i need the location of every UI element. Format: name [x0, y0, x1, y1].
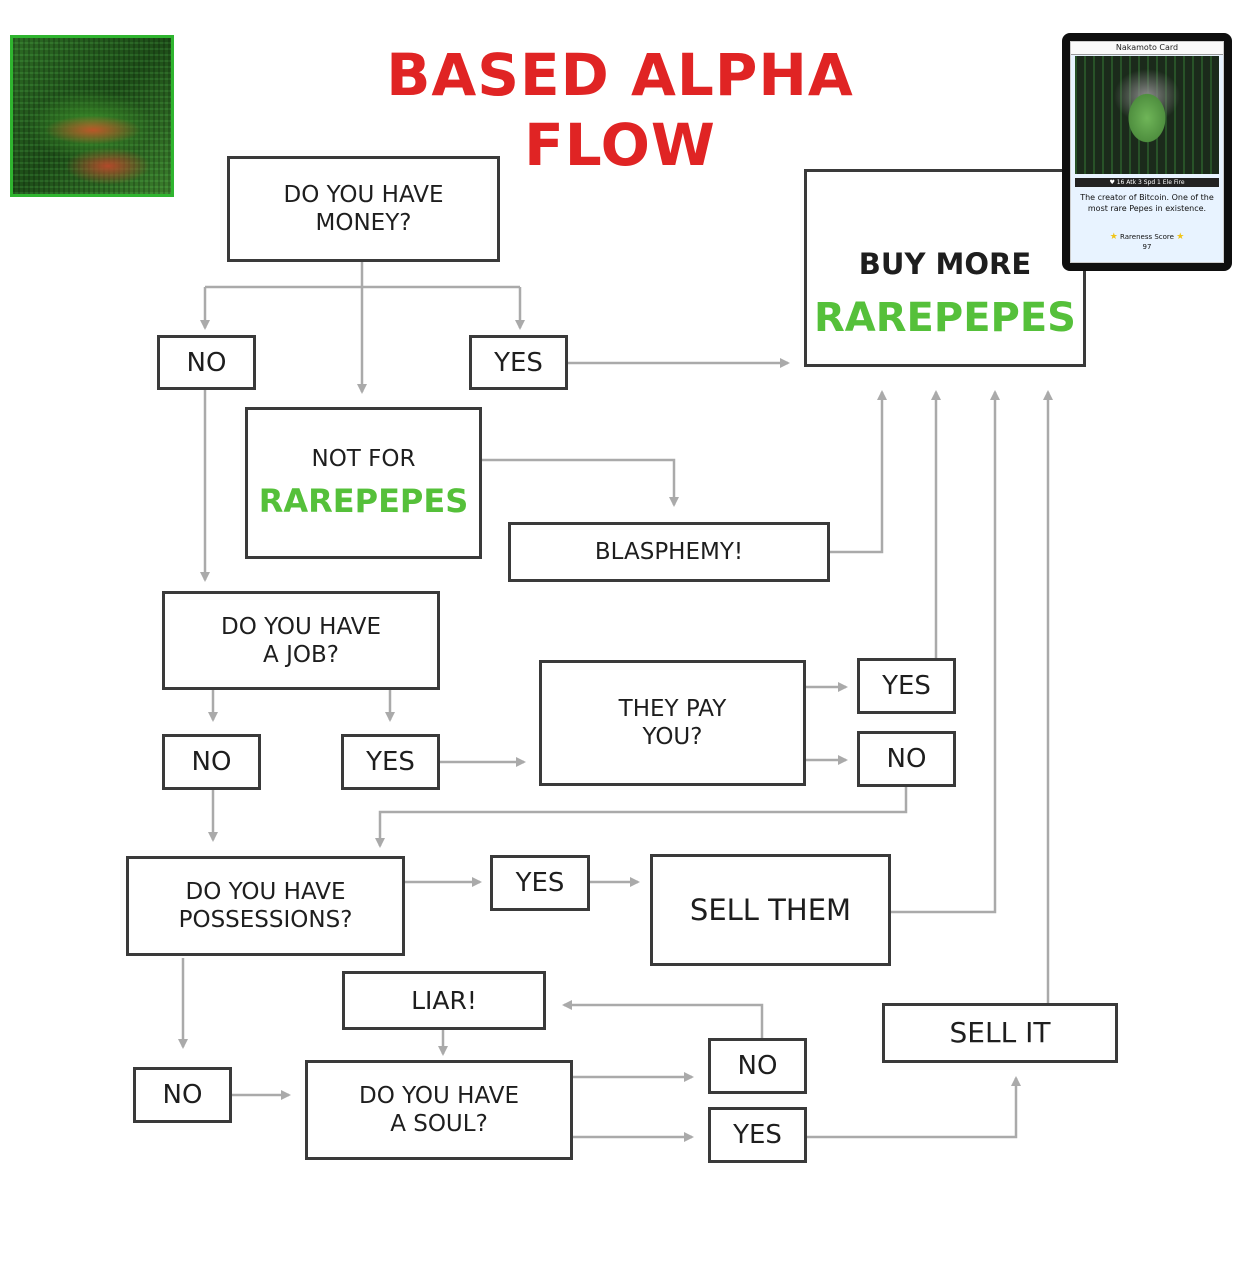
node-have-job-line1: DO YOU HAVE — [221, 613, 381, 640]
node-sell-them: SELL THEM — [650, 854, 891, 966]
node-money-no: NO — [157, 335, 256, 390]
node-possessions: DO YOU HAVE POSSESSIONS? — [126, 856, 405, 956]
node-not-for-line1: NOT FOR — [311, 446, 416, 472]
node-buy-more-line2: RAREPEPES — [814, 295, 1076, 341]
connector-soulno-liar — [562, 1000, 764, 1038]
pepe-avatar — [10, 35, 174, 197]
node-money-yes: YES — [469, 335, 568, 390]
node-not-for-line2: RAREPEPES — [258, 482, 469, 520]
node-soul-line2: A SOUL? — [390, 1111, 488, 1137]
node-soul: DO YOU HAVE A SOUL? — [305, 1060, 573, 1160]
card-name: Nakamoto Card — [1071, 42, 1223, 55]
connector-notfor-blasphemy — [481, 458, 679, 507]
node-buy-more: BUY MORE RAREPEPES — [804, 169, 1086, 367]
connector-soulyes-sellit — [807, 1076, 1021, 1139]
node-have-job: DO YOU HAVE A JOB? — [162, 591, 440, 690]
node-possessions-line2: POSSESSIONS? — [178, 907, 353, 933]
card-face: Nakamoto Card ♥ 16 Atk 3 Spd 1 Ele Fire … — [1070, 41, 1224, 263]
page-title: BASED ALPHA FLOW — [386, 41, 854, 179]
node-have-job-line2: A JOB? — [263, 641, 339, 668]
card-rarity-value: 97 — [1142, 243, 1152, 251]
node-not-for: NOT FOR RAREPEPES — [245, 407, 482, 559]
nakamoto-card: Nakamoto Card ♥ 16 Atk 3 Spd 1 Ele Fire … — [1062, 33, 1232, 271]
connector-payno-poss — [375, 787, 908, 848]
node-sell-it: SELL IT — [882, 1003, 1118, 1063]
node-possessions-line1: DO YOU HAVE — [185, 879, 346, 905]
card-rarity: ★ Rareness Score ★ 97 — [1077, 232, 1217, 252]
node-soul-no: NO — [708, 1038, 807, 1094]
connector-sell-buy — [890, 390, 1000, 914]
node-they-pay-line1: THEY PAY — [618, 696, 727, 722]
star-icon: ★ — [1109, 232, 1118, 242]
node-blasphemy: BLASPHEMY! — [508, 522, 830, 582]
node-poss-yes: YES — [490, 855, 590, 911]
node-have-money: DO YOU HAVE MONEY? — [227, 156, 500, 262]
node-soul-line1: DO YOU HAVE — [359, 1083, 519, 1109]
node-job-no: NO — [162, 734, 261, 790]
connector-blasphemy-buy — [830, 390, 887, 554]
node-job-yes: YES — [341, 734, 440, 790]
node-liar: LIAR! — [342, 971, 546, 1030]
node-they-pay-line2: YOU? — [642, 724, 703, 750]
node-they-pay: THEY PAY YOU? — [539, 660, 806, 786]
node-pay-yes: YES — [857, 658, 956, 714]
card-art — [1075, 56, 1219, 174]
node-poss-no: NO — [133, 1067, 232, 1123]
card-rarity-label: Rareness Score — [1120, 233, 1174, 241]
node-buy-more-line1: BUY MORE — [858, 247, 1032, 281]
card-description: The creator of Bitcoin. One of the most … — [1080, 193, 1214, 213]
node-have-money-line2: MONEY? — [315, 210, 412, 236]
node-soul-yes: YES — [708, 1107, 807, 1163]
node-pay-no: NO — [857, 731, 956, 787]
node-have-money-line1: DO YOU HAVE — [283, 182, 444, 208]
star-icon: ★ — [1176, 232, 1185, 242]
card-stats: ♥ 16 Atk 3 Spd 1 Ele Fire — [1075, 178, 1219, 187]
